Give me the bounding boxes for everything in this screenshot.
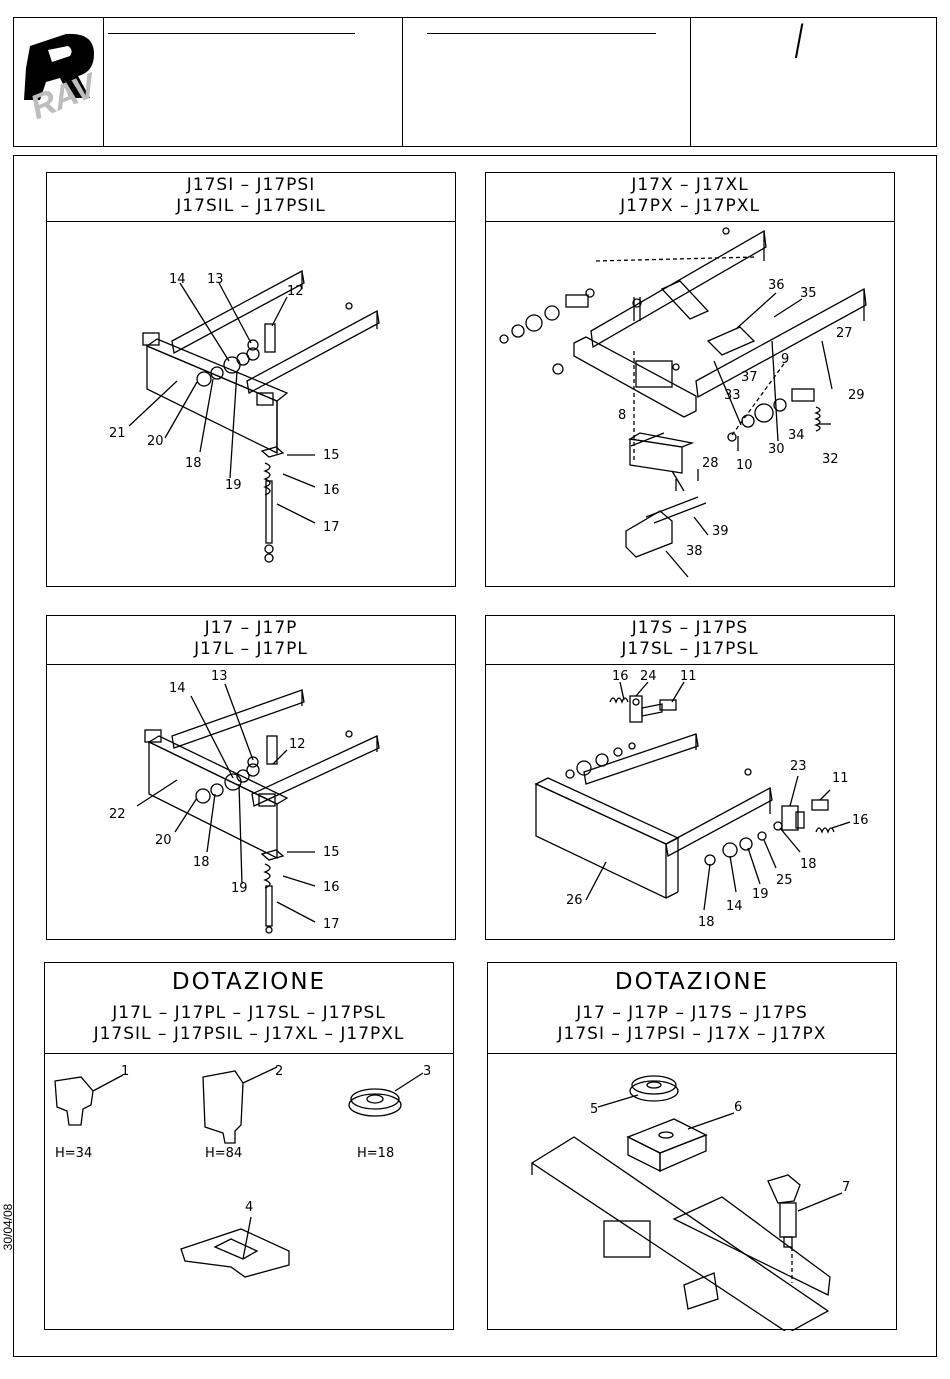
model-line-1: J17S – J17PS xyxy=(631,618,749,638)
panel-title: J17 – J17P J17L – J17PL xyxy=(47,616,455,665)
callout-26: 26 xyxy=(566,893,583,908)
callout-38: 38 xyxy=(686,544,703,559)
callout-14: 14 xyxy=(169,272,186,287)
callout-23: 23 xyxy=(790,759,807,774)
title-block xyxy=(13,17,937,147)
model-line-2: J17L – J17PL xyxy=(194,639,308,659)
callout-4: 4 xyxy=(245,1200,253,1215)
callout-12: 12 xyxy=(289,737,306,752)
callout-2: 2 xyxy=(275,1064,283,1079)
header-rule-2 xyxy=(427,33,656,34)
date-stamp: 30/04/08 xyxy=(1,1203,15,1251)
callout-12: 12 xyxy=(287,284,304,299)
callout-11b: 11 xyxy=(832,771,849,786)
header-slash: / xyxy=(794,15,804,64)
callout-13: 13 xyxy=(207,272,224,287)
height-label-2: H=84 xyxy=(205,1146,242,1161)
callout-28: 28 xyxy=(702,456,719,471)
exploded-view-drawing: 36 35 27 9 37 8 33 29 34 30 10 32 28 39 … xyxy=(499,227,867,578)
panel-heading: DOTAZIONE xyxy=(614,969,770,995)
callout-16: 16 xyxy=(612,669,629,684)
callout-18: 18 xyxy=(193,855,210,870)
model-line-2: J17SIL – J17PSIL – J17XL – J17PXL xyxy=(93,1024,405,1044)
main-frame xyxy=(13,155,937,1357)
callout-20: 20 xyxy=(147,434,164,449)
panel-dotazione-l: DOTAZIONE J17L – J17PL – J17SL – J17PSL … xyxy=(44,962,454,1330)
height-label-1: H=34 xyxy=(55,1146,92,1161)
model-line-1: J17 – J17P – J17S – J17PS xyxy=(576,1003,808,1023)
callout-18: 18 xyxy=(698,915,715,930)
callout-15: 15 xyxy=(323,448,340,463)
callout-3: 3 xyxy=(423,1064,431,1079)
model-line-2: J17SIL – J17PSIL xyxy=(176,196,326,216)
callout-14: 14 xyxy=(169,681,186,696)
exploded-view-drawing: 16 24 11 23 11 16 18 25 19 14 18 26 xyxy=(534,669,869,930)
callout-36: 36 xyxy=(768,278,785,293)
callout-22: 22 xyxy=(109,807,126,822)
header-divider-2 xyxy=(402,17,403,147)
panel-j17s: J17S – J17PS J17SL – J17PSL xyxy=(485,615,895,940)
model-line-2: J17SI – J17PSI – J17X – J17PX xyxy=(557,1024,827,1044)
header-divider-1 xyxy=(103,17,104,147)
callout-34: 34 xyxy=(788,428,805,443)
callout-18b: 18 xyxy=(800,857,817,872)
accessory-drawing: 1 2 3 4 H=34 H=84 H=18 xyxy=(54,1064,431,1278)
model-line-2: J17SL – J17PSL xyxy=(621,639,759,659)
callout-33: 33 xyxy=(724,388,741,403)
model-line-2: J17PX – J17PXL xyxy=(620,196,760,216)
callout-25: 25 xyxy=(776,873,793,888)
panel-j17x: J17X – J17XL J17PX – J17PXL xyxy=(485,172,895,587)
callout-37: 37 xyxy=(741,370,758,385)
header-rule-1 xyxy=(108,33,355,34)
callout-17: 17 xyxy=(323,917,340,932)
panel-j17si: J17SI – J17PSI J17SIL – J17PSIL xyxy=(46,172,456,587)
callout-1: 1 xyxy=(121,1064,129,1079)
callout-6: 6 xyxy=(734,1100,742,1115)
model-line-1: J17L – J17PL – J17SL – J17PSL xyxy=(112,1003,386,1023)
callout-7: 7 xyxy=(842,1180,850,1195)
panel-title: J17X – J17XL J17PX – J17PXL xyxy=(486,173,894,222)
callout-32: 32 xyxy=(822,452,839,467)
model-line-1: J17 – J17P xyxy=(204,618,298,638)
exploded-view-drawing: 14 13 12 21 20 18 19 15 16 17 xyxy=(109,269,380,563)
panel-title: J17SI – J17PSI J17SIL – J17PSIL xyxy=(47,173,455,222)
panel-title: DOTAZIONE J17 – J17P – J17S – J17PS J17S… xyxy=(488,963,896,1054)
panel-title: DOTAZIONE J17L – J17PL – J17SL – J17PSL … xyxy=(45,963,453,1054)
panel-heading: DOTAZIONE xyxy=(171,969,327,995)
panel-title: J17S – J17PS J17SL – J17PSL xyxy=(486,616,894,665)
callout-5: 5 xyxy=(590,1102,598,1117)
callout-9: 9 xyxy=(781,352,789,367)
callout-14: 14 xyxy=(726,899,743,914)
callout-19: 19 xyxy=(231,881,248,896)
model-line-1: J17X – J17XL xyxy=(631,175,749,195)
callout-27: 27 xyxy=(836,326,853,341)
header-divider-3 xyxy=(690,17,691,147)
callout-19: 19 xyxy=(225,478,242,493)
panel-j17: J17 – J17P J17L – J17PL xyxy=(46,615,456,940)
callout-20: 20 xyxy=(155,833,172,848)
callout-8: 8 xyxy=(618,408,626,423)
accessory-drawing: 5 6 7 xyxy=(530,1075,850,1331)
model-line-1: J17SI – J17PSI xyxy=(186,175,316,195)
panel-dotazione: DOTAZIONE J17 – J17P – J17S – J17PS J17S… xyxy=(487,962,897,1331)
callout-13: 13 xyxy=(211,669,228,684)
callout-24: 24 xyxy=(640,669,657,684)
callout-15: 15 xyxy=(323,845,340,860)
exploded-view-drawing: 13 14 12 22 20 18 19 15 16 17 xyxy=(109,669,380,934)
callout-17: 17 xyxy=(323,520,340,535)
height-label-3: H=18 xyxy=(357,1146,394,1161)
callout-16b: 16 xyxy=(852,813,869,828)
callout-21: 21 xyxy=(109,426,126,441)
callout-18: 18 xyxy=(185,456,202,471)
callout-19: 19 xyxy=(752,887,769,902)
callout-10: 10 xyxy=(736,458,753,473)
rav-logo-icon xyxy=(24,33,94,101)
callout-16: 16 xyxy=(323,880,340,895)
callout-35: 35 xyxy=(800,286,817,301)
callout-30: 30 xyxy=(768,442,785,457)
callout-16: 16 xyxy=(323,483,340,498)
callout-39: 39 xyxy=(712,524,729,539)
callout-11: 11 xyxy=(680,669,697,684)
callout-29: 29 xyxy=(848,388,865,403)
